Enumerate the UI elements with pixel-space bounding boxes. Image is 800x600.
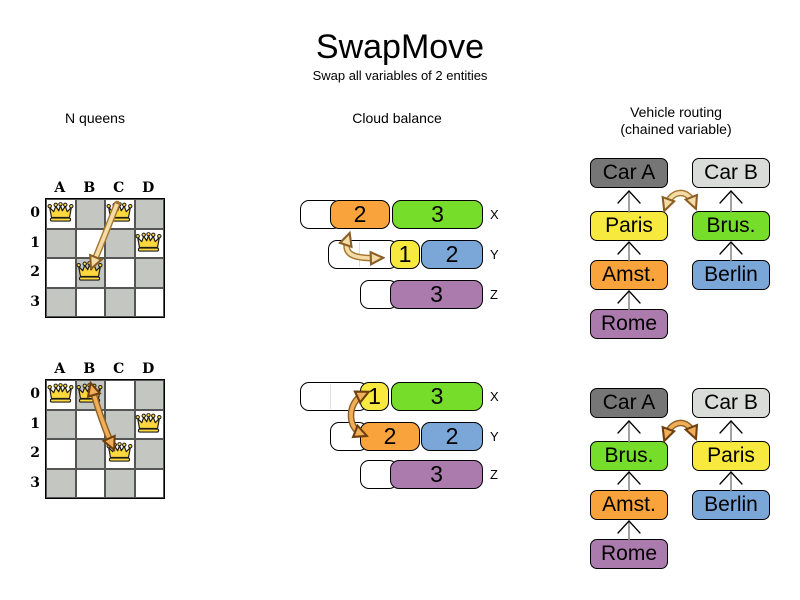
swap-arrow-vehicle-after <box>666 419 694 436</box>
section-header-cloud: Cloud balance <box>352 110 442 126</box>
board-cell <box>105 287 135 317</box>
board-cell <box>105 409 135 439</box>
board-cell <box>46 409 76 439</box>
board-row-label: 3 <box>30 293 40 310</box>
vehicle-box: Brus. <box>590 441 668 471</box>
board-row-label: 2 <box>30 264 40 280</box>
queen-icon <box>106 202 133 224</box>
queen-icon <box>135 232 162 254</box>
process-block: 1 <box>360 382 389 411</box>
board-row-label: 1 <box>30 415 40 432</box>
computer-label: X <box>490 389 499 404</box>
vehicle-box: Paris <box>590 211 668 241</box>
process-block: 2 <box>360 422 420 451</box>
vehicle-box: Car A <box>590 158 668 188</box>
computer-label: Z <box>490 467 498 482</box>
board-cell <box>134 258 164 288</box>
vehicle-box: Paris <box>692 441 770 471</box>
process-block: 2 <box>421 240 483 269</box>
computer-label: Y <box>490 429 499 444</box>
computer-label: Y <box>490 247 499 262</box>
board-cell <box>46 468 76 498</box>
vehicle-box: Amst. <box>590 260 668 290</box>
vehicle-box: Car B <box>692 388 770 418</box>
board-cell <box>134 287 164 317</box>
board-row-label: 0 <box>30 205 40 221</box>
board-cell <box>75 468 105 498</box>
board-cell <box>46 287 76 317</box>
board-cell <box>134 380 164 410</box>
board-cell <box>75 199 105 229</box>
computer-label: X <box>490 207 499 222</box>
board-col-label: B <box>83 180 96 196</box>
board-cell <box>105 258 135 288</box>
process-block: 2 <box>421 422 483 451</box>
queen-icon <box>47 383 74 405</box>
vehicle-box: Amst. <box>590 490 668 520</box>
board-col-label: A <box>54 361 66 377</box>
board-cell <box>105 228 135 258</box>
board-row-label: 0 <box>30 386 40 402</box>
computer-bar <box>328 240 398 269</box>
board-col-label: D <box>142 180 155 196</box>
board-cell <box>46 439 76 469</box>
board-col-label: C <box>113 180 125 196</box>
queen-icon <box>76 261 103 283</box>
chain-connector <box>617 190 743 311</box>
board-cell <box>75 439 105 469</box>
board-cell <box>134 439 164 469</box>
board-cell <box>46 258 76 288</box>
process-block: 3 <box>392 200 483 229</box>
computer-label: Z <box>490 287 498 302</box>
bar-divider <box>330 384 331 409</box>
process-block: 3 <box>390 460 483 489</box>
board-row-label: 2 <box>30 445 40 461</box>
board-row-label: 3 <box>30 474 40 491</box>
vehicle-box: Car A <box>590 388 668 418</box>
board-cell <box>75 409 105 439</box>
board-cell <box>75 228 105 258</box>
process-block: 3 <box>391 382 483 411</box>
queen-icon <box>135 413 162 435</box>
computer-bar <box>300 382 368 411</box>
board-row-label: 1 <box>30 234 40 251</box>
vehicle-box: Brus. <box>692 211 770 241</box>
vehicle-box: Rome <box>590 539 668 569</box>
section-header-vehicle-line1: Vehicle routing <box>630 104 722 120</box>
process-block: 2 <box>330 200 390 229</box>
section-header-nqueens: N queens <box>65 110 125 126</box>
vehicle-box: Rome <box>590 309 668 339</box>
page-title: SwapMove <box>315 28 485 66</box>
page-subtitle: Swap all variables of 2 entities <box>312 68 488 83</box>
vehicle-box: Car B <box>692 158 770 188</box>
process-block: 1 <box>390 240 420 269</box>
board-cell <box>134 199 164 229</box>
board-cell <box>105 468 135 498</box>
board-cell <box>46 228 76 258</box>
bar-divider <box>359 242 360 267</box>
chain-connector <box>617 420 743 541</box>
board-col-label: A <box>54 180 66 196</box>
section-header-vehicle: Vehicle routing (chained variable) <box>586 104 766 138</box>
vehicle-box: Berlin <box>692 260 770 290</box>
vehicle-box: Berlin <box>692 490 770 520</box>
queen-icon <box>106 442 133 464</box>
board-cell <box>75 287 105 317</box>
board-col-label: C <box>113 361 125 377</box>
board-col-label: D <box>142 361 155 377</box>
section-header-vehicle-line2: (chained variable) <box>620 121 732 137</box>
queen-icon <box>76 383 103 405</box>
board-col-label: B <box>83 361 96 377</box>
queen-icon <box>47 202 74 224</box>
process-block: 3 <box>390 280 483 309</box>
board-cell <box>134 468 164 498</box>
swap-arrow-vehicle-before <box>666 189 694 206</box>
board-cell <box>105 380 135 410</box>
